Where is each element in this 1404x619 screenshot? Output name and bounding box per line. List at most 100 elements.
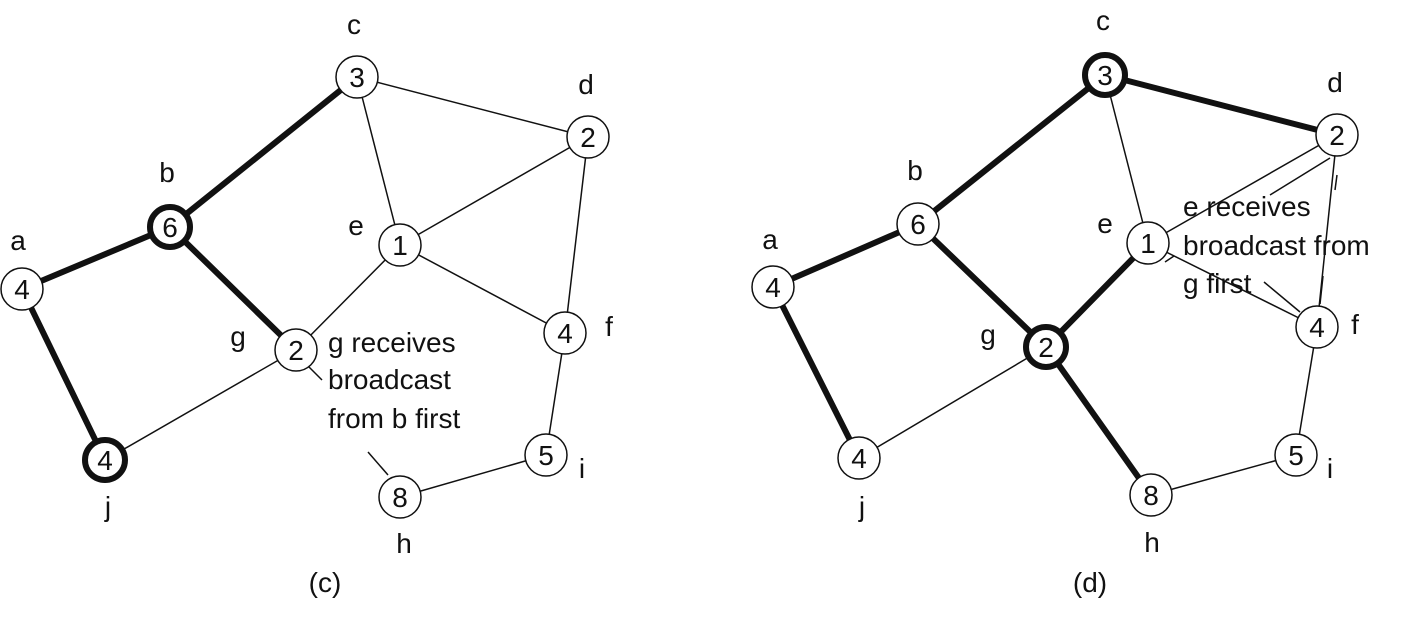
- node-label-g: g: [230, 321, 246, 352]
- annotation-c: g receives broadcast from b first: [328, 327, 463, 434]
- annotation-d: e receives broadcast from g first: [1183, 191, 1378, 299]
- node-value: 6: [162, 212, 178, 243]
- node-circle: [543, 311, 587, 355]
- edge-b-c: [167, 74, 360, 230]
- node-value: 4: [851, 443, 867, 474]
- node-circle: [378, 475, 422, 519]
- node-b: 6: [147, 204, 193, 250]
- annotation-line: from b first: [328, 403, 460, 434]
- node-label-i: i: [579, 453, 585, 484]
- node-value: 4: [14, 274, 30, 305]
- node-b: 6: [896, 202, 940, 246]
- node-label-i: i: [1327, 453, 1333, 484]
- node-circle: [82, 437, 128, 483]
- node-value: 3: [1097, 60, 1113, 91]
- edge-g-e: [1043, 240, 1151, 350]
- node-value: 3: [349, 62, 365, 93]
- node-e: 1: [378, 223, 422, 267]
- node-d: 2: [1315, 113, 1359, 157]
- node-circle: [896, 202, 940, 246]
- node-circle: [378, 223, 422, 267]
- node-j: 4: [837, 436, 881, 480]
- node-label-f: f: [1351, 309, 1359, 340]
- node-value: 4: [557, 318, 573, 349]
- annotation-leader-line: [367, 451, 389, 476]
- edge-a-b: [770, 221, 921, 290]
- node-circle: [751, 265, 795, 309]
- node-value: 2: [1038, 332, 1054, 363]
- edge-e-f: [1147, 242, 1318, 328]
- node-g: 2: [274, 328, 318, 372]
- node-label-g: g: [980, 319, 996, 350]
- edge-b-g: [915, 221, 1049, 350]
- edge-d-e: [1147, 134, 1338, 244]
- node-c: 3: [1082, 52, 1128, 98]
- node-label-c: c: [347, 9, 361, 40]
- node-value: 1: [392, 230, 408, 261]
- annotation-leader-line: [1334, 174, 1338, 191]
- node-label-b: b: [159, 157, 175, 188]
- node-label-e: e: [1097, 208, 1113, 239]
- node-circle: [524, 433, 568, 477]
- annotation-line: e receives: [1183, 191, 1311, 222]
- annotation-line: broadcast from: [1183, 230, 1370, 261]
- node-value: 5: [538, 440, 554, 471]
- node-circle: [335, 55, 379, 99]
- edge-g-j: [104, 349, 297, 461]
- node-circle: [566, 115, 610, 159]
- node-h: 8: [378, 475, 422, 519]
- node-value: 4: [97, 445, 113, 476]
- caption-d: (d): [1073, 567, 1107, 598]
- node-value: 5: [1288, 440, 1304, 471]
- node-value: 2: [580, 122, 596, 153]
- edge-c-e: [1104, 74, 1149, 244]
- node-circle: [1295, 305, 1339, 349]
- node-value: 8: [392, 482, 408, 513]
- node-circle: [274, 328, 318, 372]
- node-circle: [1129, 473, 1173, 517]
- edge-c-d: [1102, 72, 1340, 138]
- edge-i-h: [399, 454, 547, 498]
- annotation-leader-line: [1164, 255, 1175, 263]
- edge-a-j: [770, 284, 862, 461]
- node-value: 2: [288, 335, 304, 366]
- node-f: 4: [1295, 305, 1339, 349]
- node-label-a: a: [10, 225, 26, 256]
- node-i: 5: [524, 433, 568, 477]
- node-label-j: j: [104, 491, 111, 522]
- annotation-leader-line: [1269, 157, 1331, 196]
- edge-g-j: [858, 346, 1047, 459]
- node-a: 4: [751, 265, 795, 309]
- node-f: 4: [543, 311, 587, 355]
- node-label-b: b: [907, 155, 923, 186]
- node-e: 1: [1126, 221, 1170, 265]
- annotation-leader-line: [1319, 275, 1324, 305]
- edge-c-d: [356, 76, 589, 138]
- node-label-a: a: [762, 224, 778, 255]
- node-value: 8: [1143, 480, 1159, 511]
- node-circle: [147, 204, 193, 250]
- node-label-h: h: [396, 528, 412, 559]
- node-label-h: h: [1144, 527, 1160, 558]
- annotation-line: g receives: [328, 327, 456, 358]
- node-a: 4: [0, 267, 44, 311]
- node-value: 4: [765, 272, 781, 303]
- edge-b-c: [915, 72, 1108, 227]
- node-circle: [1023, 324, 1069, 370]
- edge-e-f: [399, 244, 566, 334]
- node-value: 2: [1329, 120, 1345, 151]
- annotation-leader-line: [1263, 281, 1301, 313]
- edge-i-h: [1150, 454, 1297, 496]
- node-label-j: j: [858, 491, 865, 522]
- node-value: 1: [1140, 228, 1156, 259]
- node-circle: [0, 267, 44, 311]
- edge-g-h: [1043, 344, 1154, 498]
- node-circle: [1274, 433, 1318, 477]
- node-j: 4: [82, 437, 128, 483]
- node-g: 2: [1023, 324, 1069, 370]
- node-label-d: d: [1327, 67, 1343, 98]
- node-c: 3: [335, 55, 379, 99]
- annotation-leader-line: [307, 365, 323, 381]
